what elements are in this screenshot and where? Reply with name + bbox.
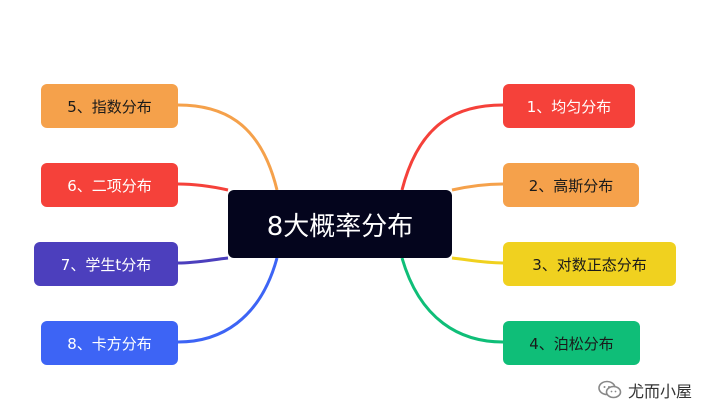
wechat-icon: [598, 380, 622, 399]
link-n2: [451, 182, 504, 192]
node-chi-square: 8、卡方分布: [41, 321, 178, 365]
link-n3: [451, 256, 504, 265]
node-label: 4、泊松分布: [529, 334, 614, 353]
node-label: 8、卡方分布: [67, 334, 152, 353]
link-n5: [177, 103, 279, 191]
node-poisson: 4、泊松分布: [503, 321, 640, 365]
center-node: 8大概率分布: [228, 190, 452, 258]
node-binomial: 6、二项分布: [41, 163, 178, 207]
node-uniform: 1、均匀分布: [503, 84, 635, 128]
link-n1: [400, 103, 504, 191]
node-student-t: 7、学生t分布: [34, 242, 178, 286]
node-exponential: 5、指数分布: [41, 84, 178, 128]
node-label: 1、均匀分布: [526, 97, 612, 116]
node-label: 5、指数分布: [67, 97, 152, 116]
center-node-label: 8大概率分布: [266, 211, 414, 242]
node-label: 7、学生t分布: [60, 255, 152, 274]
link-n8: [177, 257, 279, 344]
watermark: 尤而小屋: [598, 378, 692, 402]
node-label: 3、对数正态分布: [532, 255, 647, 274]
link-n7: [177, 256, 229, 265]
watermark-text: 尤而小屋: [628, 382, 693, 401]
node-lognormal: 3、对数正态分布: [503, 242, 676, 286]
node-label: 6、二项分布: [67, 176, 152, 195]
node-label: 2、高斯分布: [528, 176, 614, 195]
link-n6: [177, 182, 229, 192]
node-gaussian: 2、高斯分布: [503, 163, 639, 207]
link-n4: [400, 257, 504, 344]
